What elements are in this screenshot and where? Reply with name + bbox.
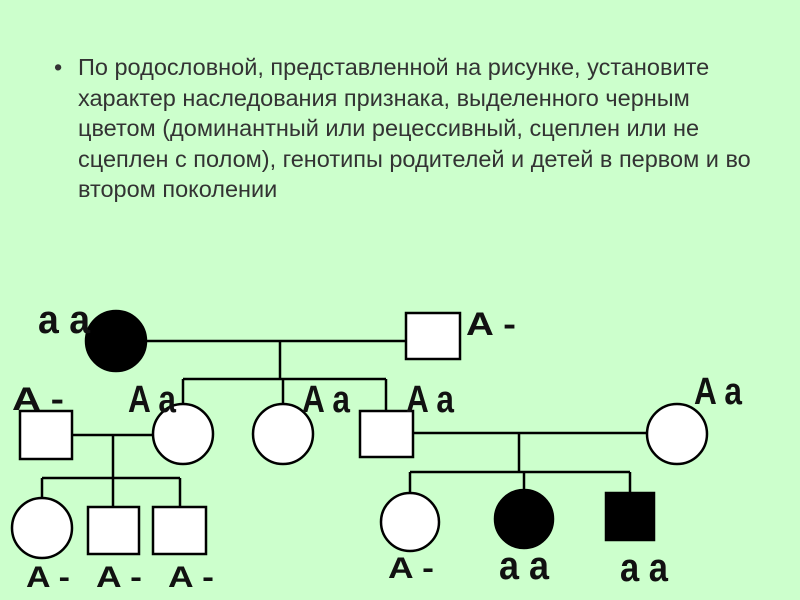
task-item: • По родословной, представленной на рису… <box>50 52 770 205</box>
genotype-f2-left-son-2: A - <box>168 561 214 594</box>
f2-right-affected-son <box>604 491 656 542</box>
p-mother-affected <box>84 309 148 373</box>
f2-left-daughter <box>10 496 74 560</box>
pedigree-individuals <box>10 309 709 560</box>
genotype-f2-right-affected-daughter: a a <box>499 544 550 588</box>
task-text: По родословной, представленной на рисунк… <box>78 54 751 202</box>
f1-daughter-2 <box>251 402 315 466</box>
f1-son-wife <box>645 402 709 466</box>
genotype-p-father: A - <box>466 306 516 342</box>
p-father <box>404 311 462 361</box>
genotype-f2-right-daughter: A - <box>388 552 434 585</box>
genotype-f1-daughter-2: A a <box>302 379 351 421</box>
genotype-f1-son-wife: A a <box>694 371 743 413</box>
pedigree-lines <box>40 339 647 507</box>
genotype-f1-left-husband: A - <box>12 381 64 417</box>
f2-right-affected-daughter <box>493 488 555 550</box>
bullet: • <box>54 54 63 80</box>
genotype-f2-left-son-1: A - <box>96 561 142 594</box>
f2-right-daughter <box>379 491 441 553</box>
f1-left-husband <box>18 409 74 461</box>
f1-son <box>358 409 415 459</box>
f1-daughter-1 <box>151 402 215 466</box>
genotype-f1-son: A a <box>406 379 455 421</box>
genotype-f2-left-daughter: A - <box>26 561 70 594</box>
genotype-p-mother: a a <box>38 298 91 342</box>
task-text-list: • По родословной, представленной на рису… <box>50 52 770 205</box>
f2-left-son-1 <box>86 505 141 556</box>
genotype-f2-right-affected-son: a a <box>620 546 669 590</box>
f2-left-son-2 <box>151 505 208 556</box>
genotype-labels: a a A - A - A a A a A a A a A - A - A - … <box>12 298 743 594</box>
genotype-f1-daughter-1: A a <box>128 379 177 421</box>
